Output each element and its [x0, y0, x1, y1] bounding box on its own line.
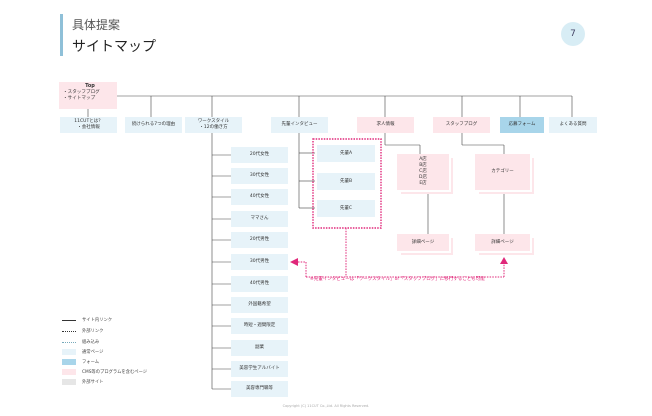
legend-label: サイト内リンク [82, 318, 113, 323]
sitemap-node-top: Top ・スタッフブログ ・サイトマップ [59, 82, 117, 109]
legend-external-link: 外部リンク [62, 327, 103, 335]
legend-normal-page: 通常ページ [62, 348, 103, 356]
legend-external-site: 外部サイト [62, 378, 103, 386]
swatch-gray-icon [62, 379, 76, 385]
legend-form: フォーム [62, 358, 99, 366]
workstyle-item: 30代男性 [231, 254, 288, 270]
sitemap-node-reasons: 続けられる7つの理由 [125, 117, 182, 133]
workstyle-item: 美容専門職等 [231, 381, 288, 397]
swatch-light-blue-icon [62, 349, 76, 355]
workstyle-item: 40代女性 [231, 189, 288, 205]
legend-label: 外部リンク [82, 329, 104, 334]
sitemap-node-interview: 先輩インタビュー [271, 117, 328, 133]
dotted-line-icon [62, 341, 76, 343]
workstyle-item: 40代男性 [231, 276, 288, 292]
swatch-blue-icon [62, 359, 76, 365]
sitemap-node-faq: よくある質問 [549, 117, 597, 133]
sitemap-node-about: 11CUTとは？ ・会社情報 [60, 117, 117, 133]
legend-label: フォーム [82, 360, 100, 365]
workstyle-item: 20代女性 [231, 147, 288, 163]
legend-cms-page: CMS等のプログラムを含むページ [62, 368, 147, 376]
jobs-store-b: B店 [419, 163, 427, 169]
section-heading: 具体提案 [72, 18, 121, 32]
workstyle-item: ママさん [231, 211, 288, 227]
sitemap-node-apply-form: 応募フォーム [500, 117, 544, 133]
copyright-footer: Copyright (C) 11CUT Co.,Ltd. All Rights … [282, 404, 370, 408]
workstyle-item: 外国籍希望 [231, 297, 288, 313]
sitemap-node-blog: スタッフブログ [433, 117, 490, 133]
sitemap-node-jobs: 求人情報 [357, 117, 414, 133]
blog-category: カテゴリー [475, 154, 530, 190]
legend-label: 通常ページ [82, 350, 104, 355]
page-title: サイトマップ [72, 39, 156, 55]
workstyle-item: 副業 [231, 340, 288, 356]
legend-label: 組み込み [82, 340, 100, 345]
page-number-badge: 7 [561, 22, 585, 46]
swatch-pink-icon [62, 369, 76, 375]
interview-item: 先輩B [317, 173, 375, 190]
interview-item: 先輩C [317, 200, 375, 217]
jobs-store-a: A店 [419, 157, 427, 163]
jobs-store-e: E店 [419, 180, 427, 186]
jobs-store-list: A店 B店 C店 D店 E店 [397, 154, 449, 190]
header-accent-bar [60, 14, 63, 56]
workstyle-item: 時短・週間限定 [231, 318, 288, 334]
jobs-store-c: C店 [419, 169, 427, 175]
legend-label: 外部サイト [82, 380, 104, 385]
solid-line-icon [62, 319, 76, 321]
top-node-label: Top [85, 83, 95, 89]
legend-embedded: 組み込み [62, 338, 99, 346]
workstyle-item: 30代女性 [231, 168, 288, 184]
top-node-sub-sitemap: ・サイトマップ [63, 95, 96, 101]
legend-label: CMS等のプログラムを含むページ [82, 370, 148, 375]
blog-detail-page: 詳細ページ [475, 234, 530, 251]
sitemap-node-workstyle: ワークスタイル ・12の働き方 [185, 117, 242, 133]
legend-internal-link: サイト内リンク [62, 316, 112, 324]
jobs-store-d: D店 [419, 174, 427, 180]
migration-note: ※先輩インタビューは「ワークスタイル」or「スタッフブログ」に移行することも可能 [310, 277, 485, 282]
interview-item: 先輩A [317, 145, 375, 162]
dotted-line-icon [62, 330, 76, 332]
workstyle-item: 20代男性 [231, 232, 288, 248]
jobs-detail-page: 詳細ページ [397, 234, 449, 251]
workstyle-item: 美容学生アルバイト [231, 361, 288, 377]
top-node-sub-blog: ・スタッフブログ [63, 89, 100, 95]
